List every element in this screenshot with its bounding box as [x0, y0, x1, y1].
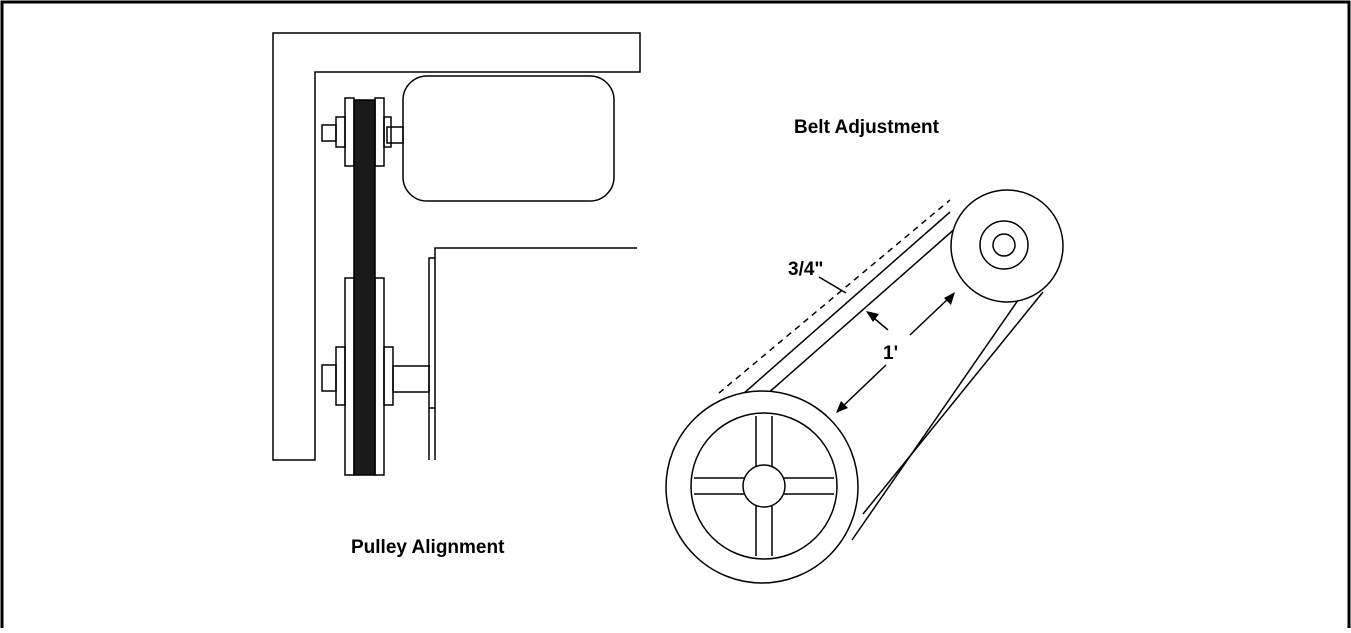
belt-bottom-run-inner [862, 291, 1044, 515]
span-arrowhead-lower [836, 401, 848, 413]
driven-pulley-hub [335, 346, 346, 406]
belt-top-run-inner [765, 225, 959, 396]
driven-pulley-right-flange [374, 277, 385, 476]
pulley-alignment-drawing [272, 32, 641, 476]
drive-belt [353, 99, 376, 476]
motor-pulley-right-flange [374, 97, 385, 167]
small-pulley-bore [992, 233, 1016, 257]
pulley-alignment-title: Pulley Alignment [351, 537, 505, 558]
straight-edge-reference-line [718, 199, 951, 394]
span-label: 1' [883, 343, 899, 364]
motor-pulley-collar [383, 116, 392, 148]
motor-pulley-left-flange [344, 97, 355, 167]
motor-shaft [386, 126, 404, 144]
bearing-plate [428, 257, 436, 409]
table-edge [434, 247, 637, 258]
driven-pulley-left-flange [344, 277, 355, 476]
span-arrowhead-upper [944, 292, 955, 305]
small-pulley-rim [950, 189, 1064, 303]
arbor-shaft [392, 365, 430, 393]
housing-frame [272, 32, 641, 461]
large-pulley-inner-ring [690, 412, 838, 560]
driven-pulley-collar [383, 346, 394, 406]
motor-body [402, 75, 615, 202]
span-arrow-lower [840, 364, 887, 409]
belt-adjustment-drawing [665, 189, 1064, 584]
large-pulley-hub [742, 464, 786, 508]
span-arrow-upper [909, 296, 951, 336]
motor-pulley-nut [321, 124, 337, 142]
deflection-arrowhead [866, 311, 879, 322]
belt-adjustment-title: Belt Adjustment [794, 117, 939, 138]
driven-pulley-nut [321, 364, 337, 392]
deflection-label: 3/4" [788, 259, 824, 280]
belt-bottom-run-outer [851, 292, 1024, 541]
small-pulley-hub [979, 220, 1029, 270]
deflection-leader-line [818, 276, 847, 294]
motor-pulley-hub [335, 116, 346, 148]
belt-top-run-outer [742, 211, 951, 395]
